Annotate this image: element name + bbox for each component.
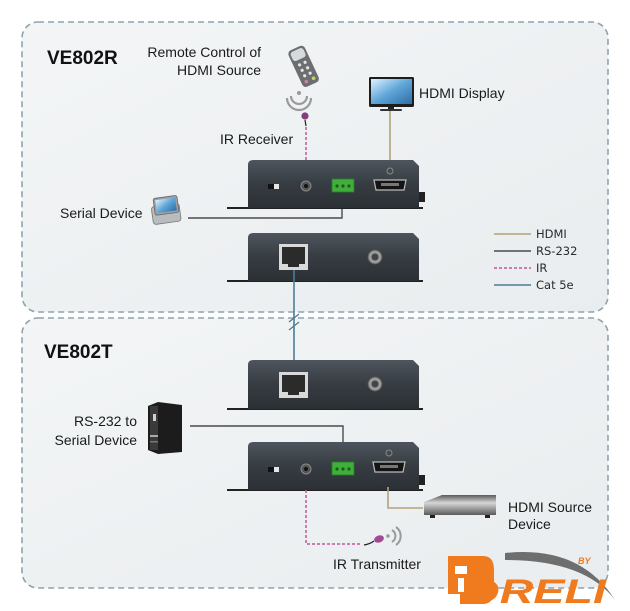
legend-rs232: RS-232 bbox=[536, 244, 577, 258]
rs232-serial-label-line1: RS-232 to bbox=[74, 413, 137, 429]
drill-icon bbox=[448, 556, 494, 604]
serial-device-icon bbox=[151, 195, 182, 225]
wireless-signal-icon bbox=[285, 91, 313, 112]
hdmi-cable-source bbox=[387, 487, 423, 509]
serial-terminal-icon bbox=[331, 461, 355, 476]
ir-jack-icon bbox=[300, 463, 312, 475]
legend: HDMI RS-232 IR Cat 5e bbox=[494, 227, 577, 292]
transmitter-unit-rear bbox=[227, 360, 423, 410]
hdmi-display-icon bbox=[369, 77, 414, 111]
legend-cat5e: Cat 5e bbox=[536, 278, 574, 292]
hdmi-source-device-icon bbox=[424, 495, 496, 518]
ir-receiver-sensor-icon bbox=[301, 112, 309, 127]
ir-jack-icon bbox=[300, 180, 312, 192]
power-switch-icon bbox=[268, 467, 279, 472]
legend-ir: IR bbox=[536, 261, 547, 275]
remote-control-label-line2: HDMI Source bbox=[177, 62, 261, 78]
rj45-port-icon bbox=[279, 244, 308, 270]
ir-cable-transmitter bbox=[305, 490, 362, 545]
transmitter-title: VE802T bbox=[44, 342, 113, 363]
receiver-unit-rear bbox=[227, 233, 423, 282]
cable-break-icon bbox=[288, 313, 300, 331]
remote-control-label-line1: Remote Control of bbox=[147, 44, 261, 60]
transmitter-unit-front bbox=[227, 442, 425, 491]
receiver-title: VE802R bbox=[47, 48, 118, 69]
dreli-logo: DRELI BY bbox=[448, 551, 615, 611]
power-jack-icon bbox=[367, 249, 383, 265]
hdmi-source-label-line1: HDMI Source bbox=[508, 499, 592, 515]
ir-emitter-icon bbox=[363, 535, 384, 546]
ir-transmitter-label: IR Transmitter bbox=[333, 556, 421, 572]
wireless-signal-icon bbox=[386, 526, 402, 546]
pc-tower-icon bbox=[148, 402, 182, 454]
logo-by: BY bbox=[578, 556, 591, 566]
ir-receiver-label: IR Receiver bbox=[220, 131, 293, 147]
hdmi-port-icon bbox=[372, 449, 406, 473]
remote-control-icon bbox=[288, 45, 319, 87]
power-jack-icon bbox=[367, 376, 383, 392]
serial-device-label: Serial Device bbox=[60, 205, 143, 221]
rs232-serial-label-line2: Serial Device bbox=[55, 432, 138, 448]
serial-terminal-icon bbox=[331, 178, 355, 193]
hdmi-port-icon bbox=[373, 167, 407, 191]
hdmi-source-label-line2: Device bbox=[508, 516, 551, 532]
logo-text: DRELI bbox=[466, 573, 608, 611]
power-switch-icon bbox=[268, 184, 279, 189]
receiver-unit-front bbox=[227, 160, 425, 209]
rj45-port-icon bbox=[279, 372, 308, 398]
legend-hdmi: HDMI bbox=[536, 227, 567, 241]
hdmi-display-label: HDMI Display bbox=[419, 85, 505, 101]
rs232-cable-transmitter bbox=[190, 425, 344, 446]
